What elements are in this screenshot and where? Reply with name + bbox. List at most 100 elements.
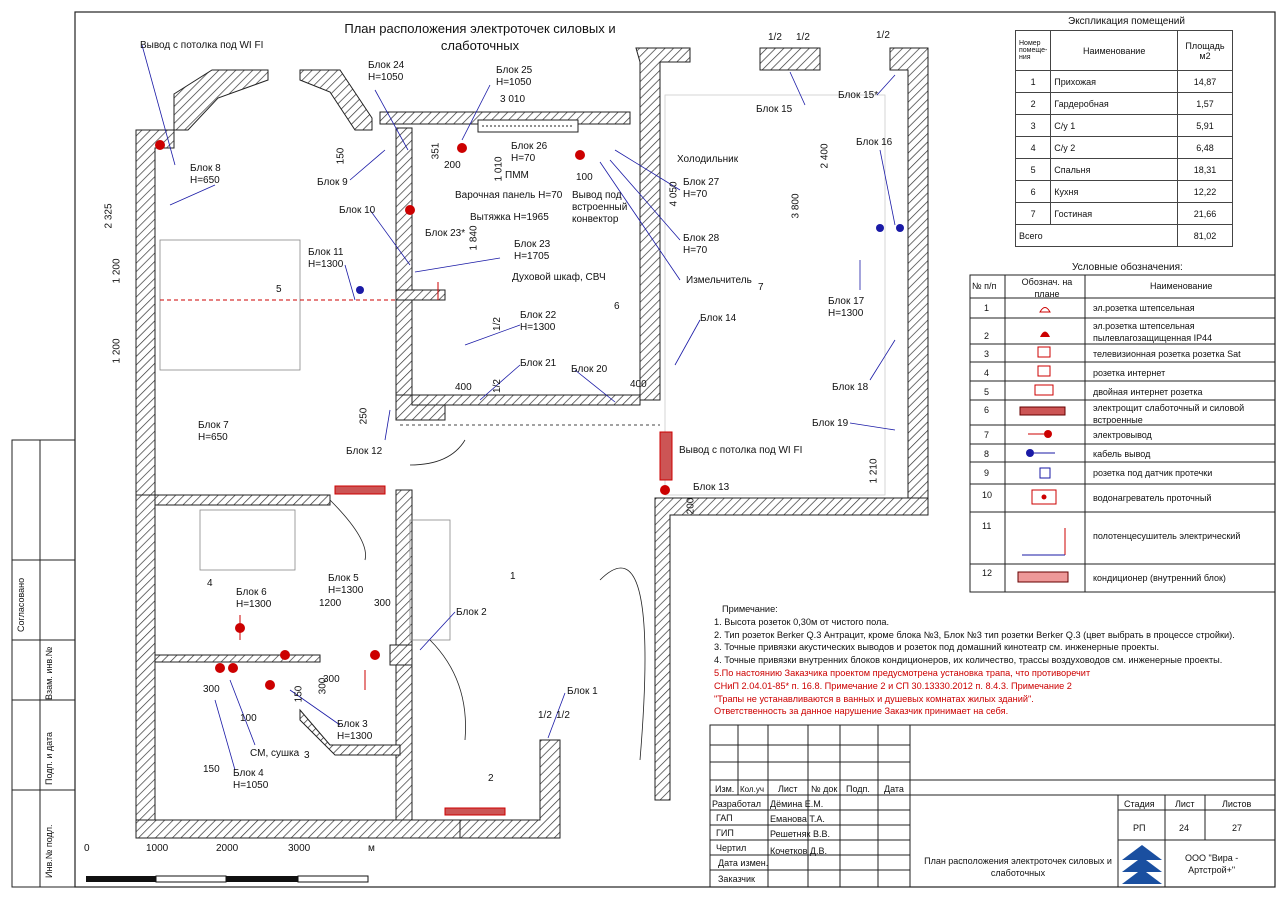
- legend-symbols: [1017, 307, 1069, 583]
- stamp-cell: Решетняк В.В.: [770, 829, 830, 839]
- interior-lines: [159, 94, 886, 761]
- dimension: 100: [240, 713, 257, 724]
- walls: [135, 47, 929, 839]
- room-number: 1: [510, 571, 516, 582]
- legend-text: электрощит слаботочный и силовой встроен…: [1093, 403, 1245, 425]
- stamp-cell: РП: [1133, 823, 1146, 833]
- side-stamp-label: Согласовано: [16, 577, 26, 632]
- legend-text: кабель вывод: [1093, 449, 1151, 459]
- block-label: Блок 19: [812, 418, 849, 429]
- block-label: Блок 13: [693, 482, 730, 493]
- dimension: 300: [374, 598, 391, 609]
- appliance-label: ПММ: [505, 170, 529, 181]
- stamp-cell: Кочетков Д.В.: [770, 846, 827, 856]
- legend-num: 9: [984, 468, 990, 478]
- leader-lines: [141, 44, 896, 771]
- room-number: 3: [304, 750, 310, 761]
- scale-label: 0: [84, 843, 90, 854]
- side-stamp-label: Подп. и дата: [44, 731, 54, 785]
- dimension: 1/2: [768, 32, 782, 43]
- electro-outputs: [155, 140, 670, 690]
- appliance-label: Вытяжка Н=1965: [470, 212, 549, 223]
- block-label: Блок 21: [520, 358, 557, 369]
- dimension: 1/2: [491, 317, 503, 331]
- dimension: 1200: [319, 598, 342, 609]
- legend-text: розетка под датчик протечки: [1093, 468, 1213, 478]
- dimension: 300: [203, 684, 220, 695]
- appliance-label: Холодильник: [677, 154, 739, 165]
- legend-num: 2: [984, 331, 990, 341]
- stamp-cell: 27: [1232, 823, 1243, 833]
- dimension: 250: [358, 407, 370, 425]
- stamp-cell: Еманова Т.А.: [770, 814, 825, 824]
- room-number: 2: [488, 773, 494, 784]
- block-label: Блок 9: [317, 177, 348, 188]
- block-label: Блок 12: [346, 446, 383, 457]
- dimension: 3 010: [500, 94, 526, 105]
- stamp-cell: Разработал: [712, 799, 761, 809]
- dimension: 1/2: [796, 32, 810, 43]
- legend-num: 12: [982, 568, 993, 578]
- legend-num: 10: [982, 490, 993, 500]
- dimension: 400: [630, 379, 647, 390]
- legend-text: эл.розетка штепсельная пылевлагозащищенн…: [1093, 321, 1213, 343]
- wifi-label: Вывод с потолка под WI FI: [679, 445, 803, 456]
- block-label: Блок 20: [571, 364, 608, 375]
- dimension: 400: [455, 382, 472, 393]
- dimension: 3 800: [790, 193, 802, 219]
- block-label: Блок 2: [456, 607, 487, 618]
- block-label: Блок 16: [856, 137, 893, 148]
- stamp-cell: Дёмина Е.М.: [770, 799, 824, 809]
- legend-text: эл.розетка штепсельная: [1093, 303, 1195, 313]
- block-label: Блок 15*: [838, 90, 879, 101]
- dimension: 1/2: [538, 710, 552, 721]
- legend-num: 1: [984, 303, 990, 313]
- legend-text: кондиционер (внутренний блок): [1093, 573, 1226, 583]
- stamp-cell: Чертил: [716, 843, 747, 853]
- appliance-label: Измельчитель: [686, 275, 752, 286]
- stamp-cell: Дата измен.: [718, 858, 769, 868]
- room-number: 4: [207, 578, 213, 589]
- room-number: 6: [614, 301, 620, 312]
- stamp-cell: Лист: [1175, 799, 1195, 809]
- stamp-cell: Дата: [884, 784, 904, 794]
- legend-text: розетка интернет: [1093, 368, 1166, 378]
- stamp-cell: № док: [811, 784, 838, 794]
- legend-frame: [969, 274, 1276, 593]
- dimension: 150: [335, 147, 347, 165]
- stamp-cell: 24: [1179, 823, 1190, 833]
- explication-title: Экспликация помещений: [1068, 16, 1185, 27]
- dimension: 200: [685, 497, 697, 515]
- stamp-cell: Кол.уч: [740, 785, 764, 794]
- side-stamp-label: Взам. инв.№: [44, 646, 54, 700]
- legend-text: полотенцесушитель электрический: [1093, 531, 1241, 541]
- stamp-cell: Изм.: [715, 784, 735, 794]
- block-label: Блок 14: [700, 313, 737, 324]
- scale-label: 3000: [288, 843, 311, 854]
- stamp-sheet-name: План расположения электроточек силовых и…: [924, 856, 1112, 878]
- dimension: 200: [444, 160, 461, 171]
- legend-num: 3: [984, 349, 990, 359]
- block-label: Блок 10: [339, 205, 376, 216]
- legend-num: 11: [982, 521, 992, 531]
- dimension: 100: [576, 172, 593, 183]
- dimension: 1 200: [111, 258, 123, 284]
- org-logo-icon: [1122, 845, 1162, 884]
- scale-label: 1000: [146, 843, 169, 854]
- legend-header: Наименование: [1150, 281, 1213, 291]
- stamp-cell: ГИП: [716, 828, 734, 838]
- dimension: 2 400: [819, 143, 831, 169]
- dimension: 150: [203, 764, 220, 775]
